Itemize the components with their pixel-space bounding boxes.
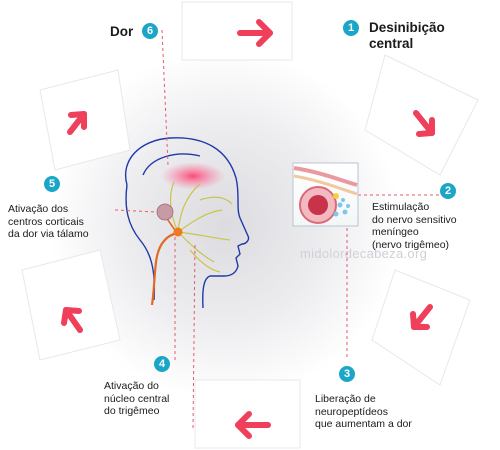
arrow-lower-right — [410, 304, 433, 330]
step-6-line-1: Dor — [110, 24, 134, 39]
trigeminal-nucleus — [173, 227, 183, 237]
step-1-line-2: central — [369, 36, 414, 51]
thalamus — [156, 203, 174, 221]
step-3-label: Liberação de neuropeptídeos que aumentam… — [315, 393, 412, 431]
step-5-line-1: Ativação dos — [8, 203, 69, 215]
step-4-line-1: Ativação do — [104, 380, 159, 392]
step-1-label: Desinibição central — [369, 20, 445, 52]
step-6-badge: 6 — [142, 23, 158, 39]
step-3-line-1: Liberação de — [315, 393, 376, 405]
step-2-badge: 2 — [440, 183, 456, 199]
pain-area — [161, 162, 225, 190]
step-2-line-3: meníngeo — [372, 226, 419, 238]
nerve-branches — [169, 181, 233, 273]
step-3-line-3: que aumentam a dor — [315, 418, 412, 430]
step-1-badge: 1 — [343, 20, 359, 36]
meninges-inset — [292, 162, 359, 227]
step-5-line-3: da dor via tálamo — [8, 228, 89, 240]
leader-lines — [114, 29, 445, 431]
step-1-line-1: Desinibição — [369, 20, 445, 35]
step-2-line-1: Estimulação — [372, 201, 430, 213]
arrow-upper-right — [413, 110, 435, 137]
step-4-label: Ativação do núcleo central do trigêmeo — [104, 380, 169, 418]
step-5-badge: 5 — [44, 176, 60, 192]
step-4-badge: 4 — [154, 356, 170, 372]
step-5-line-2: centros corticais — [8, 215, 84, 228]
step-3-line-2: neuropeptídeos — [315, 405, 388, 418]
arrow-top — [237, 19, 273, 47]
step-2-line-2: do nervo sensitivo — [372, 213, 457, 226]
arrow-lower-left — [61, 307, 83, 333]
step-3-badge: 3 — [339, 366, 355, 382]
step-4-line-3: do trigêmeo — [104, 405, 160, 417]
arrow-bottom — [235, 411, 271, 439]
arrow-upper-left — [67, 111, 87, 135]
center-glow — [50, 50, 400, 400]
step-4-line-2: núcleo central — [104, 392, 170, 405]
step-6-label: Dor — [110, 24, 133, 39]
step-2-label: Estimulação do nervo sensitivo meníngeo … — [372, 201, 457, 251]
step-5-label: Ativação dos centros corticais da dor vi… — [8, 203, 89, 241]
cycle-arrows — [61, 19, 435, 439]
background-panels — [21, 1, 479, 449]
spinal-tract — [150, 231, 178, 306]
watermark: midolordecabeza.org — [300, 246, 428, 261]
step-2-line-4: (nervo trigêmeo) — [372, 238, 450, 251]
